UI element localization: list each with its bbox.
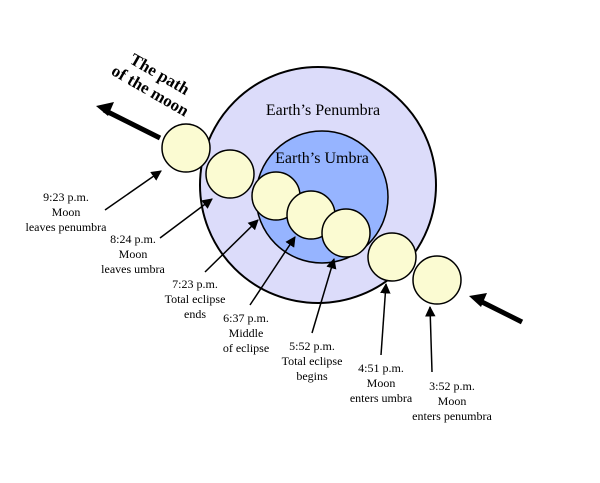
moon-position-8-24 bbox=[205, 149, 255, 199]
event-time-6-37: 6:37 p.m. bbox=[223, 311, 269, 325]
event-desc2-4-51: enters umbra bbox=[350, 391, 413, 405]
path-direction-arrow-out bbox=[102, 107, 162, 141]
pointer-arrow-7-23 bbox=[204, 219, 259, 273]
path-arrowhead-out bbox=[96, 102, 114, 116]
event-time-8-24: 8:24 p.m. bbox=[110, 232, 156, 246]
event-desc2-7-23: ends bbox=[184, 307, 206, 321]
event-desc1-9-23: Moon bbox=[52, 205, 81, 219]
pointer-arrow-5-52 bbox=[311, 257, 337, 334]
event-desc1-7-23: Total eclipse bbox=[165, 292, 226, 306]
pointer-arrow-8-24 bbox=[159, 198, 213, 239]
event-desc2-8-24: leaves umbra bbox=[101, 262, 165, 276]
event-time-9-23: 9:23 p.m. bbox=[43, 190, 89, 204]
penumbra-label: Earth’s Penumbra bbox=[266, 102, 380, 119]
pointer-arrow-9-23 bbox=[104, 170, 162, 211]
event-desc2-3-52: enters penumbra bbox=[412, 409, 492, 423]
event-desc1-8-24: Moon bbox=[119, 247, 148, 261]
event-time-3-52: 3:52 p.m. bbox=[429, 379, 475, 393]
event-label-7-23: 7:23 p.m. Total eclipse ends bbox=[165, 277, 226, 321]
moon-position-5-52 bbox=[321, 208, 371, 258]
umbra-label: Earth’s Umbra bbox=[275, 150, 369, 167]
event-label-6-37: 6:37 p.m. Middle of eclipse bbox=[223, 311, 269, 355]
moon-position-9-23 bbox=[161, 123, 211, 173]
event-desc2-9-23: leaves penumbra bbox=[26, 220, 108, 234]
moon-position-3-52 bbox=[412, 255, 462, 305]
event-label-3-52: 3:52 p.m. Moon enters penumbra bbox=[412, 379, 492, 423]
event-desc1-6-37: Middle bbox=[229, 326, 264, 340]
event-label-5-52: 5:52 p.m. Total eclipse begins bbox=[282, 339, 343, 383]
event-desc2-6-37: of eclipse bbox=[223, 341, 269, 355]
pointer-arrow-4-51 bbox=[380, 282, 391, 356]
path-direction-arrow-in bbox=[476, 297, 524, 325]
path-label: The path of the moon bbox=[108, 50, 193, 121]
event-time-4-51: 4:51 p.m. bbox=[358, 361, 404, 375]
pointer-arrow-3-52 bbox=[425, 305, 436, 373]
event-desc1-5-52: Total eclipse bbox=[282, 354, 343, 368]
event-time-7-23: 7:23 p.m. bbox=[172, 277, 218, 291]
event-time-5-52: 5:52 p.m. bbox=[289, 339, 335, 353]
moon-position-4-51 bbox=[367, 232, 417, 282]
event-label-4-51: 4:51 p.m. Moon enters umbra bbox=[350, 361, 413, 405]
event-desc2-5-52: begins bbox=[296, 369, 328, 383]
event-desc1-4-51: Moon bbox=[367, 376, 396, 390]
event-desc1-3-52: Moon bbox=[438, 394, 467, 408]
event-label-8-24: 8:24 p.m. Moon leaves umbra bbox=[101, 232, 165, 276]
event-label-9-23: 9:23 p.m. Moon leaves penumbra bbox=[26, 190, 108, 234]
path-arrowhead-in bbox=[469, 293, 487, 307]
pointer-arrow-6-37 bbox=[249, 236, 296, 306]
